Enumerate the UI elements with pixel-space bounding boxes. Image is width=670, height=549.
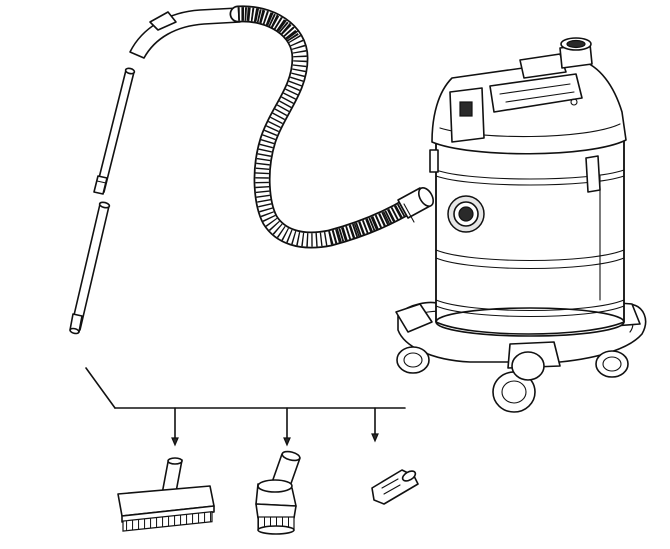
hose-ribs-dense-bottom [328,199,414,245]
hose-ribs-dense-top [237,7,300,44]
caster-wheels [396,346,629,413]
power-switch [459,101,473,117]
tank [435,139,625,337]
floor-brush [117,457,215,532]
accessory-callout-lines [85,367,406,447]
round-dusting-brush [255,450,301,535]
carry-handle [489,73,583,113]
hose-handle-tip [149,11,177,31]
hose-cuff [397,187,435,223]
extension-tube-upper [93,67,136,195]
extension-tube-lower [69,201,111,335]
wet-dry-vacuum-unit [395,37,647,413]
hose-handle [129,7,241,59]
arrow-to-floor-brush [171,437,179,447]
flexible-hose [129,5,435,249]
arrow-to-round-brush [283,437,291,447]
motor-head [431,37,627,155]
crevice-nozzle [371,469,419,505]
floor-brush-bristles [122,511,213,532]
latch-clips [429,149,601,193]
hose-inlet [447,195,485,233]
arrow-to-crevice-nozzle [371,433,379,443]
hose-ribs [237,7,414,247]
